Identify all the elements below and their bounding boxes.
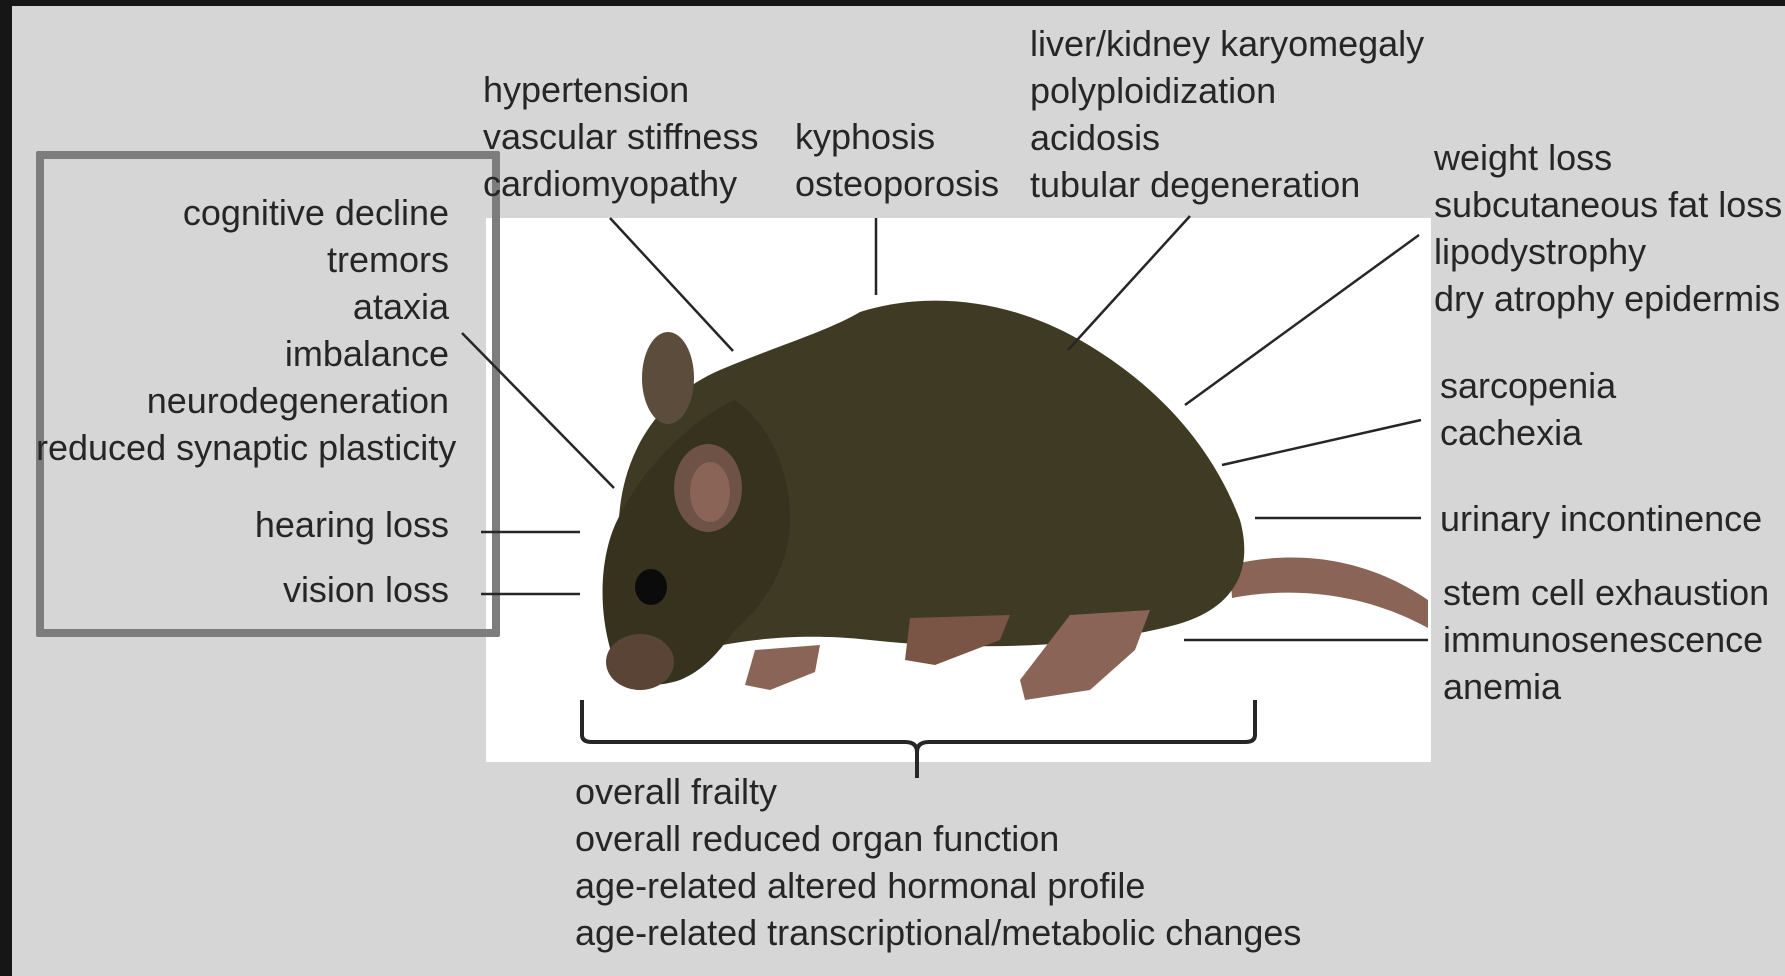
mouse-ear-inner: [690, 462, 730, 522]
mouse-snout: [606, 634, 674, 690]
label-neuro: cognitive decline: [36, 189, 449, 236]
label-renal: polyploidization: [1030, 67, 1424, 114]
mouse-mid-foot: [905, 615, 1010, 665]
leader-line-renal: [1068, 216, 1190, 350]
label-renal: acidosis: [1030, 114, 1424, 161]
label-neuro: tremors: [36, 236, 449, 283]
label-adipose: subcutaneous fat loss: [1434, 181, 1782, 228]
systemic-labels: overall frailty overall reduced organ fu…: [575, 768, 1301, 956]
label-blood: stem cell exhaustion: [1443, 569, 1769, 616]
label-cardio: cardiomyopathy: [483, 160, 758, 207]
label-neuro: imbalance: [36, 330, 449, 377]
label-skeletal: osteoporosis: [795, 160, 999, 207]
label-adipose: dry atrophy epidermis: [1434, 275, 1782, 322]
label-adipose: weight loss: [1434, 134, 1782, 181]
label-blood: anemia: [1443, 663, 1769, 710]
blood-labels: stem cell exhaustion immunosenescence an…: [1443, 569, 1769, 710]
muscle-labels: sarcopenia cachexia: [1440, 362, 1616, 456]
label-cardio: vascular stiffness: [483, 113, 758, 160]
leader-line-adipose: [1185, 235, 1419, 405]
label-systemic: age-related altered hormonal profile: [575, 862, 1301, 909]
hearing-label-group: hearing loss: [36, 501, 449, 548]
label-adipose: lipodystrophy: [1434, 228, 1782, 275]
label-renal: liver/kidney karyomegaly: [1030, 20, 1424, 67]
label-hearing-loss: hearing loss: [36, 501, 449, 548]
mouse-front-foot: [745, 645, 820, 690]
label-muscle: sarcopenia: [1440, 362, 1616, 409]
urinary-labels: urinary incontinence: [1440, 495, 1762, 542]
label-vision-loss: vision loss: [36, 566, 449, 613]
skeletal-labels: kyphosis osteoporosis: [795, 113, 999, 207]
label-neuro: neurodegeneration: [36, 377, 449, 424]
mouse-tail: [1230, 558, 1428, 628]
adipose-labels: weight loss subcutaneous fat loss lipody…: [1434, 134, 1782, 322]
label-systemic: age-related transcriptional/metabolic ch…: [575, 909, 1301, 956]
label-systemic: overall reduced organ function: [575, 815, 1301, 862]
renal-labels: liver/kidney karyomegaly polyploidizatio…: [1030, 20, 1424, 208]
cardiovascular-labels: hypertension vascular stiffness cardiomy…: [483, 66, 758, 207]
vision-label-group: vision loss: [36, 566, 449, 613]
label-renal: tubular degeneration: [1030, 161, 1424, 208]
leader-line-neuro: [462, 333, 614, 488]
label-systemic: overall frailty: [575, 768, 1301, 815]
label-urinary-incontinence: urinary incontinence: [1440, 495, 1762, 542]
systemic-bracket: [582, 700, 1255, 778]
label-blood: immunosenescence: [1443, 616, 1769, 663]
mouse-eye: [635, 569, 667, 605]
label-skeletal: kyphosis: [795, 113, 999, 160]
label-neuro: ataxia: [36, 283, 449, 330]
leader-line-cardio: [610, 218, 733, 351]
mouse-ear-back: [642, 332, 694, 424]
leader-line-muscle: [1222, 420, 1421, 465]
label-neuro: reduced synaptic plasticity: [36, 424, 449, 471]
label-muscle: cachexia: [1440, 409, 1616, 456]
neurological-labels: cognitive decline tremors ataxia imbalan…: [36, 189, 449, 471]
label-cardio: hypertension: [483, 66, 758, 113]
